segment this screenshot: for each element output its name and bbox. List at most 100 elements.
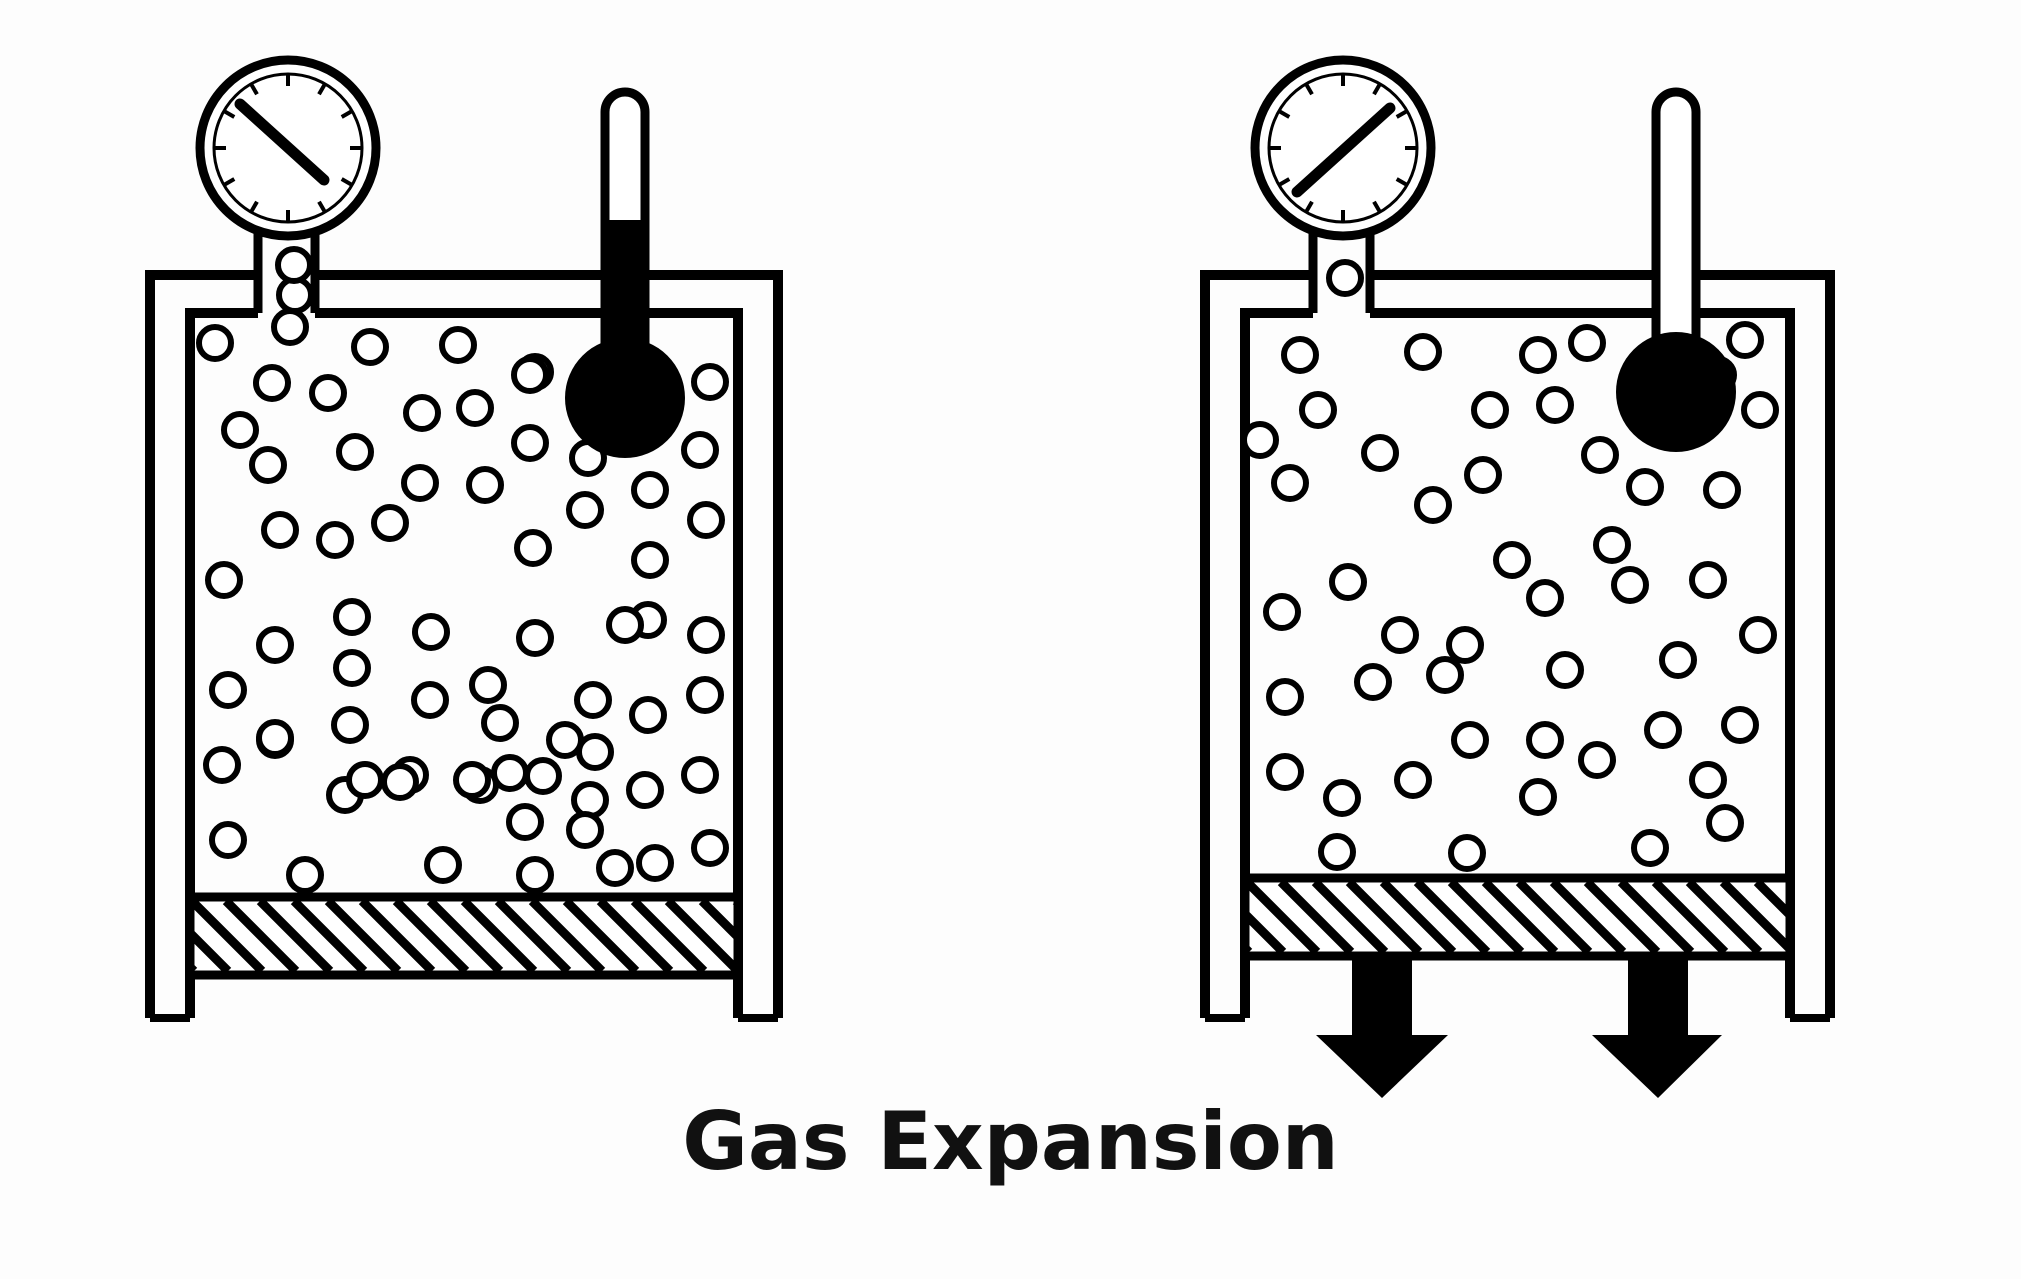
piston-hatch-line xyxy=(1447,882,1525,952)
pressure-gauge-icon xyxy=(195,55,381,241)
gas-molecule xyxy=(1741,391,1779,429)
gauge-tick xyxy=(249,200,259,214)
gas-molecule xyxy=(1644,711,1682,749)
pressure-gauge-icon xyxy=(1250,55,1436,241)
gas-molecule xyxy=(469,666,507,704)
piston-hatch-line xyxy=(1379,882,1457,952)
gas-molecule xyxy=(1726,321,1764,359)
cylinder-outer-wall-after xyxy=(1200,270,1835,1018)
piston-hatch-line xyxy=(1549,882,1627,952)
gas-molecule xyxy=(686,676,724,714)
gas-molecule xyxy=(1721,706,1759,744)
gas-molecule xyxy=(316,521,354,559)
gas-molecule xyxy=(1241,421,1279,459)
gas-molecule xyxy=(1526,721,1564,759)
gas-molecule xyxy=(566,811,604,849)
piston-hatch-line xyxy=(698,901,734,940)
gas-molecule xyxy=(271,308,309,346)
gas-molecule xyxy=(1568,324,1606,362)
gas-molecule xyxy=(681,431,719,469)
gas-molecule xyxy=(1581,436,1619,474)
gas-molecule xyxy=(1471,391,1509,429)
gauge-tick xyxy=(340,177,354,187)
gas-molecule xyxy=(249,446,287,484)
gas-molecule xyxy=(196,324,234,362)
gas-molecule xyxy=(256,626,294,664)
piston-hatch-line xyxy=(1583,882,1661,952)
piston-hatch-line xyxy=(1413,882,1491,952)
gas-molecule xyxy=(221,411,259,449)
gauge-tick xyxy=(222,109,236,119)
piston-hatch-line xyxy=(1481,882,1559,952)
piston-hatch-line xyxy=(324,901,402,971)
gas-molecule xyxy=(1626,468,1664,506)
gas-molecule xyxy=(371,504,409,542)
gas-molecule xyxy=(412,613,450,651)
gas-molecule xyxy=(1326,259,1364,297)
gas-molecule xyxy=(481,704,519,742)
piston-before xyxy=(185,892,743,980)
gas-molecule xyxy=(411,681,449,719)
gas-molecule xyxy=(346,761,384,799)
piston-hatch-line xyxy=(1753,882,1786,918)
gas-molecule xyxy=(491,754,529,792)
gas-molecule xyxy=(681,756,719,794)
gas-molecule xyxy=(636,844,674,882)
gas-molecule xyxy=(1394,761,1432,799)
gas-molecule xyxy=(1381,616,1419,654)
gas-molecule xyxy=(1318,833,1356,871)
piston-hatch-line xyxy=(1685,882,1763,952)
gauge-tick xyxy=(1277,177,1291,187)
piston-hatch-line xyxy=(1249,911,1287,952)
gas-molecule xyxy=(1451,721,1489,759)
gas-molecule xyxy=(1703,471,1741,509)
gauge-tick xyxy=(1277,109,1291,119)
gas-molecule xyxy=(691,829,729,867)
gas-molecule xyxy=(1329,563,1367,601)
gas-molecule xyxy=(1536,386,1574,424)
piston-hatch-line xyxy=(596,901,674,971)
gas-molecule xyxy=(209,821,247,859)
gas-molecule xyxy=(205,561,243,599)
gas-molecule xyxy=(1593,526,1631,564)
piston-hatch-line xyxy=(1825,882,1895,952)
gas-molecule xyxy=(691,363,729,401)
gas-molecule xyxy=(456,389,494,427)
piston-hatch-line xyxy=(1617,882,1695,952)
gas-molecule xyxy=(1631,829,1669,867)
gas-molecule xyxy=(403,394,441,432)
gas-molecule xyxy=(256,719,294,757)
cylinder-inner-wall-after xyxy=(1240,308,1795,1018)
gas-molecule xyxy=(596,849,634,887)
piston-hatch-line xyxy=(1277,882,1355,952)
gas-molecule xyxy=(511,424,549,462)
piston-hatch-line xyxy=(1311,882,1389,952)
gas-molecule xyxy=(524,757,562,795)
piston-hatch-line xyxy=(222,901,300,971)
gas-molecule xyxy=(629,696,667,734)
piston-hatch-line xyxy=(1651,882,1729,952)
down-arrow-icon xyxy=(1592,958,1722,1098)
piston-hatch-line xyxy=(528,901,606,971)
gas-molecule xyxy=(1578,741,1616,779)
gas-molecule xyxy=(516,856,554,894)
gas-molecule xyxy=(1739,616,1777,654)
gauge-tick xyxy=(249,82,259,96)
gas-molecule xyxy=(1404,333,1442,371)
cylinder-before xyxy=(145,228,783,1022)
gas-molecule xyxy=(466,466,504,504)
piston-hatch-line xyxy=(562,901,640,971)
gas-molecule xyxy=(1519,778,1557,816)
gauge-tick xyxy=(317,200,327,214)
gas-molecule xyxy=(286,856,324,894)
gas-molecule xyxy=(401,464,439,502)
gas-molecule xyxy=(574,681,612,719)
gas-molecule xyxy=(687,501,725,539)
piston-hatch-line xyxy=(1249,882,1321,952)
gas-molecule xyxy=(1706,804,1744,842)
gauge-tick xyxy=(1304,200,1314,214)
gas-molecule xyxy=(1493,541,1531,579)
gas-molecule xyxy=(606,606,644,644)
gauge-tick xyxy=(1372,200,1382,214)
